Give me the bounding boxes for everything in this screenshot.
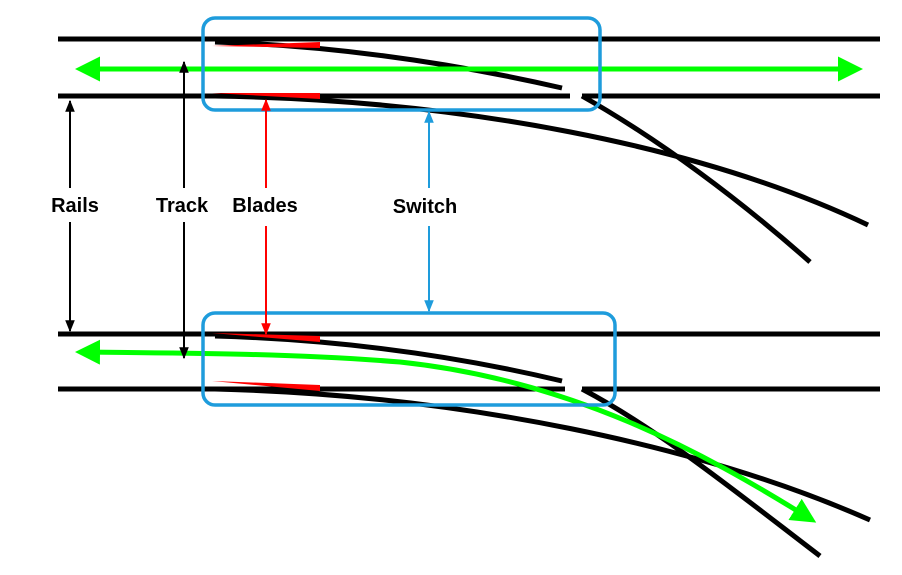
- switch-label: Switch: [393, 196, 457, 218]
- top-diverging-rail-lower: [580, 93, 812, 264]
- top-upper-blade: [212, 42, 320, 48]
- bottom-diverging-rail-upper: [214, 386, 872, 523]
- bottom-route-arrow: [75, 339, 817, 523]
- top-switch-box: [201, 16, 602, 112]
- top-upper-diverging-blade-rail: [214, 39, 563, 91]
- top-lower-blade: [212, 93, 320, 99]
- track-label: Track: [156, 195, 209, 217]
- bottom-diverging-rail-lower: [580, 386, 822, 558]
- top-diverging-rail-upper: [214, 93, 870, 228]
- blades-label: Blades: [232, 195, 298, 217]
- bottom-switch: [58, 311, 880, 558]
- bottom-upper-diverging-blade-rail: [214, 333, 563, 384]
- top-switch: [58, 16, 880, 264]
- bottom-switch-box: [201, 311, 617, 407]
- rails-label: Rails: [51, 195, 99, 217]
